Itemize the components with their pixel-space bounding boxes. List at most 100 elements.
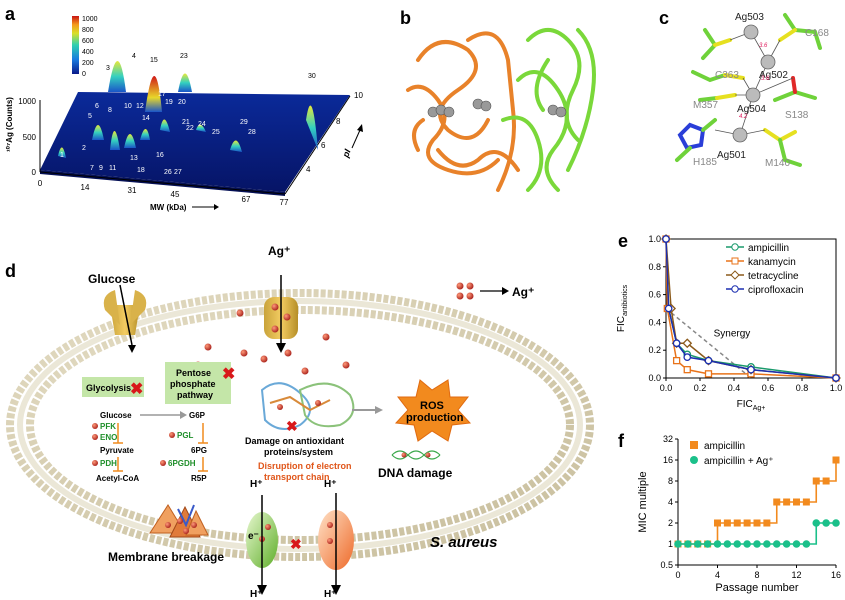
x-tick-label: 12: [791, 570, 801, 580]
svg-text:28: 28: [248, 129, 256, 136]
metabolite-r5p: R5P: [191, 474, 207, 483]
data-point: [812, 519, 821, 527]
membrane-inner: [26, 306, 574, 544]
metabolite-6pg: 6PG: [191, 446, 207, 455]
svg-text:7: 7: [90, 165, 94, 172]
panel-e-chart: f e 0.00.20.40.60.81.00.00.20.40.60.81.0…: [616, 231, 842, 412]
svg-text:10: 10: [354, 91, 363, 100]
svg-text:3: 3: [106, 65, 110, 72]
c363-label: C363: [715, 70, 739, 81]
svg-text:27: 27: [174, 169, 182, 176]
svg-text:67: 67: [242, 195, 251, 204]
svg-text:4: 4: [132, 53, 136, 60]
x-tick-label: 8: [754, 570, 759, 580]
svg-text:1: 1: [60, 152, 64, 159]
antioxidant-proteins: [260, 382, 355, 430]
panel-c-label: c: [659, 8, 669, 28]
panel-c: c Ag503 Ag502 Ag504: [659, 8, 829, 169]
damage-label: proteins/system: [264, 447, 333, 457]
membrane-breakage-label: Membrane breakage: [108, 550, 224, 564]
s138-label: S138: [785, 110, 809, 121]
svg-text:10: 10: [124, 103, 132, 110]
ros-label: production: [406, 412, 464, 424]
svg-text:19: 19: [165, 99, 173, 106]
h185-label: H185: [693, 157, 717, 168]
disruption-label: Disruption of electron: [258, 461, 352, 471]
svg-text:2: 2: [82, 145, 86, 152]
svg-text:15: 15: [150, 57, 158, 64]
svg-text:200: 200: [82, 60, 94, 67]
y-tick-label: 1.0: [648, 234, 661, 244]
silver-atoms: [427, 98, 567, 118]
data-point: [773, 498, 781, 506]
pi-ticks: 10 8 6 4: [306, 91, 363, 174]
data-point: [802, 540, 811, 548]
legend-marker: [731, 257, 739, 265]
svg-text:16: 16: [156, 152, 164, 159]
svg-text:30: 30: [308, 73, 316, 80]
panel-a-label: a: [5, 4, 16, 24]
svg-text:45: 45: [171, 190, 180, 199]
colorbar: [72, 16, 79, 74]
glycolysis-label: Glycolysis: [86, 383, 131, 393]
y-ticks: 1000 500 0: [18, 97, 36, 177]
y-tick-label: 0.5: [660, 560, 673, 570]
glucose-label: Glucose: [88, 272, 136, 286]
legend-label: ampicillin: [704, 441, 745, 452]
data-point: [753, 519, 761, 527]
svg-text:8: 8: [108, 107, 112, 114]
data-point: [682, 338, 693, 349]
svg-text:25: 25: [212, 129, 220, 136]
svg-text:14: 14: [81, 183, 90, 192]
data-point: [723, 540, 732, 548]
distance-label: 3.6: [759, 43, 768, 49]
x-mark-icon: ✖: [286, 418, 298, 434]
ag-legend: [456, 282, 509, 300]
data-point: [772, 540, 781, 548]
panel-d-label: d: [5, 261, 16, 281]
ag-legend-label: Ag⁺: [512, 285, 534, 299]
data-point: [822, 519, 830, 527]
y-axis-label: MIC multiple: [637, 471, 649, 532]
svg-text:1000: 1000: [82, 16, 98, 23]
svg-text:14: 14: [142, 115, 150, 122]
electron-label: e⁻: [248, 531, 259, 542]
svg-text:13: 13: [130, 155, 138, 162]
data-point: [753, 540, 761, 548]
y-tick-label: 0.4: [648, 317, 661, 327]
legend-marker: [731, 285, 739, 293]
y-tick-label: 0.6: [648, 290, 661, 300]
m357-label: M357: [693, 100, 718, 111]
svg-text:24: 24: [198, 121, 206, 128]
data-point: [703, 540, 712, 548]
series-line: [678, 460, 837, 545]
svg-text:6: 6: [95, 103, 99, 110]
svg-text:22: 22: [186, 125, 194, 132]
legend-marker: [730, 270, 740, 280]
svg-text:9: 9: [99, 165, 103, 172]
membrane-breakage: [149, 504, 209, 538]
residue-sticks: [675, 13, 822, 167]
svg-text:400: 400: [82, 49, 94, 56]
ppp-label: Pentose: [176, 368, 211, 378]
enzyme-eno: ENO: [100, 433, 117, 442]
data-point: [704, 356, 713, 365]
x-ticks: 0 14 31 45 67 77: [38, 179, 289, 207]
data-point: [662, 235, 670, 243]
y-tick-label: 16: [663, 455, 673, 465]
legend-label: ciprofloxacin: [748, 285, 804, 296]
x-mark-icon: ✖: [130, 381, 143, 398]
metabolite-glucose: Glucose: [100, 411, 132, 420]
svg-text:17: 17: [158, 91, 166, 98]
x-axis-label: Passage number: [715, 582, 798, 594]
data-point: [672, 356, 681, 365]
proton-label: H⁺: [324, 479, 337, 490]
data-point: [704, 370, 713, 378]
legend-label: tetracycline: [748, 271, 799, 282]
organism-label: S. aureus: [430, 534, 498, 551]
svg-text:0: 0: [82, 71, 86, 78]
svg-text:8: 8: [336, 117, 341, 126]
data-point: [714, 519, 721, 527]
data-point: [693, 540, 702, 548]
data-point: [723, 519, 731, 527]
